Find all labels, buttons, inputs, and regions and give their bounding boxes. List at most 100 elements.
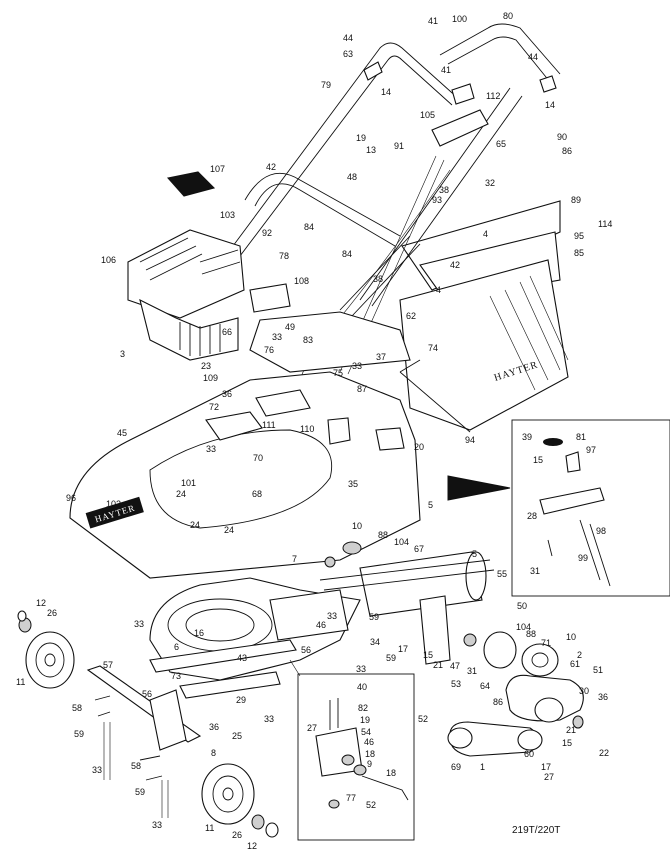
part-label-l17b: 17 [541, 762, 551, 772]
part-label-l85: 85 [574, 248, 584, 258]
wheel-axle [86, 665, 202, 818]
part-label-l49: 49 [285, 322, 295, 332]
part-label-l25: 25 [232, 731, 242, 741]
part-label-l30: 30 [579, 686, 589, 696]
part-label-l42b: 42 [450, 260, 460, 270]
part-label-l39: 39 [522, 432, 532, 442]
part-label-l34: 34 [370, 637, 380, 647]
engine [127, 171, 291, 361]
part-label-l104b: 104 [516, 622, 531, 632]
part-label-l19b: 19 [360, 715, 370, 725]
part-label-l31b: 31 [530, 566, 540, 576]
part-label-l78: 78 [279, 251, 289, 261]
part-label-l9: 9 [367, 759, 372, 769]
part-label-l90: 90 [557, 132, 567, 142]
part-label-l10b: 10 [566, 632, 576, 642]
inset-height-adjuster [447, 419, 670, 597]
part-label-l102: 102 [106, 499, 121, 509]
part-label-l71: 71 [541, 638, 551, 648]
grass-collector [399, 200, 569, 433]
part-label-l24a: 24 [176, 489, 186, 499]
part-label-l81: 81 [576, 432, 586, 442]
part-label-l13: 13 [366, 145, 376, 155]
part-label-l19: 19 [356, 133, 366, 143]
part-label-l80: 80 [503, 11, 513, 21]
part-label-l83: 83 [303, 335, 313, 345]
part-label-l5b: 5 [472, 549, 477, 559]
part-label-l35: 35 [348, 479, 358, 489]
part-label-l53: 53 [451, 679, 461, 689]
chassis [149, 577, 361, 699]
part-label-l16: 16 [194, 628, 204, 638]
part-label-l12b: 12 [247, 841, 257, 851]
part-label-l36c: 36 [209, 722, 219, 732]
part-label-l46a: 46 [316, 620, 326, 630]
part-label-l24c: 24 [224, 525, 234, 535]
part-label-l38b: 38 [373, 274, 383, 284]
part-label-l104a: 104 [394, 537, 409, 547]
part-label-l59b: 59 [386, 653, 396, 663]
part-label-l8: 8 [211, 748, 216, 758]
part-label-l33a: 33 [272, 332, 282, 342]
part-label-l5a: 5 [428, 500, 433, 510]
part-label-l59a: 59 [369, 612, 379, 622]
part-label-l82: 82 [358, 703, 368, 713]
part-label-l59c: 59 [74, 729, 84, 739]
part-label-l55: 55 [497, 569, 507, 579]
part-label-l12a: 12 [36, 598, 46, 608]
part-label-l57: 57 [103, 660, 113, 670]
part-label-l91: 91 [394, 141, 404, 151]
part-label-l43: 43 [237, 653, 247, 663]
part-label-l58a: 58 [72, 703, 82, 713]
part-label-l41a: 41 [428, 16, 438, 26]
drive-assembly [419, 595, 584, 757]
mower-deck [69, 311, 421, 579]
part-label-l86a: 86 [562, 146, 572, 156]
part-label-l67: 67 [414, 544, 424, 554]
part-label-l33g: 33 [264, 714, 274, 724]
part-label-l96: 96 [66, 493, 76, 503]
part-label-l28: 28 [527, 511, 537, 521]
part-label-l15a: 15 [423, 650, 433, 660]
front-wheel [17, 610, 75, 689]
part-label-l54: 54 [361, 727, 371, 737]
part-label-l15b: 15 [562, 738, 572, 748]
part-label-l52a: 52 [418, 714, 428, 724]
part-label-l79: 79 [321, 80, 331, 90]
part-label-l69: 69 [451, 762, 461, 772]
part-label-l48: 48 [347, 172, 357, 182]
part-label-l33h: 33 [92, 765, 102, 775]
part-label-l51: 51 [593, 665, 603, 675]
part-label-l86b: 86 [493, 697, 503, 707]
part-label-l72: 72 [209, 402, 219, 412]
part-label-l100: 100 [452, 14, 467, 24]
part-label-l46b: 46 [364, 737, 374, 747]
part-label-l38a: 38 [439, 185, 449, 195]
part-label-l18a: 18 [365, 749, 375, 759]
part-label-l10a: 10 [352, 521, 362, 531]
drawing-code: 219T/220T [512, 825, 560, 836]
part-label-l76: 76 [264, 345, 274, 355]
part-label-l89: 89 [571, 195, 581, 205]
part-label-l50: 50 [517, 601, 527, 611]
part-label-l56a: 56 [301, 645, 311, 655]
part-label-l68: 68 [252, 489, 262, 499]
part-label-l98: 98 [596, 526, 606, 536]
part-label-l17a: 17 [398, 644, 408, 654]
part-label-l20: 20 [414, 442, 424, 452]
part-label-l106: 106 [101, 255, 116, 265]
part-label-l26a: 26 [47, 608, 57, 618]
part-label-l73: 73 [171, 671, 181, 681]
part-label-l37: 37 [376, 352, 386, 362]
part-label-l33i: 33 [152, 820, 162, 830]
part-label-l97: 97 [586, 445, 596, 455]
part-label-l101: 101 [181, 478, 196, 488]
part-label-l107: 107 [210, 164, 225, 174]
part-label-l23: 23 [201, 361, 211, 371]
part-label-l2: 2 [577, 650, 582, 660]
part-label-l114: 114 [598, 219, 612, 229]
part-label-l64: 64 [480, 681, 490, 691]
part-label-l47: 47 [450, 661, 460, 671]
